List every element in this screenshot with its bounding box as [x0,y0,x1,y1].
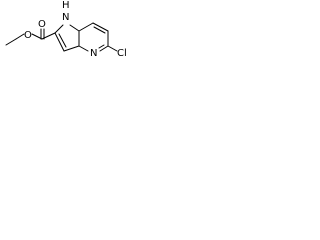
bond-c3a-c3 [63,45,80,52]
bond-c3-c2-inner [58,33,67,48]
bond-ch2-o [15,33,25,40]
bond-c7-c6-inner [93,26,106,34]
bond-c7a-c7 [78,22,94,32]
chemical-structure: H N O O N Cl [5,0,127,59]
bond-c5-n4-inner [98,44,105,49]
bond-n1-c7a [69,24,80,32]
bond-c7-c6 [92,22,109,32]
bond-o-carbonyl-c [31,33,43,40]
bond-ch3-ch2 [5,38,17,46]
atom-label-o-ester: O [24,30,32,41]
bond-c5-n4 [99,45,109,52]
atom-label-o-carbonyl: O [38,19,46,30]
atom-label-h: H [62,0,70,11]
bond-c3-c2 [54,32,65,52]
atom-label-n-indole: N [62,12,69,23]
bond-c2-n1 [54,24,64,34]
atom-label-cl: Cl [117,48,127,59]
bond-carbonyl-c2 [41,32,56,40]
bond-n4-c3a [78,45,89,52]
bond-lines [5,22,118,52]
structure-canvas: H N O O N Cl [0,0,152,71]
atom-label-n-pyridine: N [90,48,97,59]
bond-c5-cl [107,45,118,52]
